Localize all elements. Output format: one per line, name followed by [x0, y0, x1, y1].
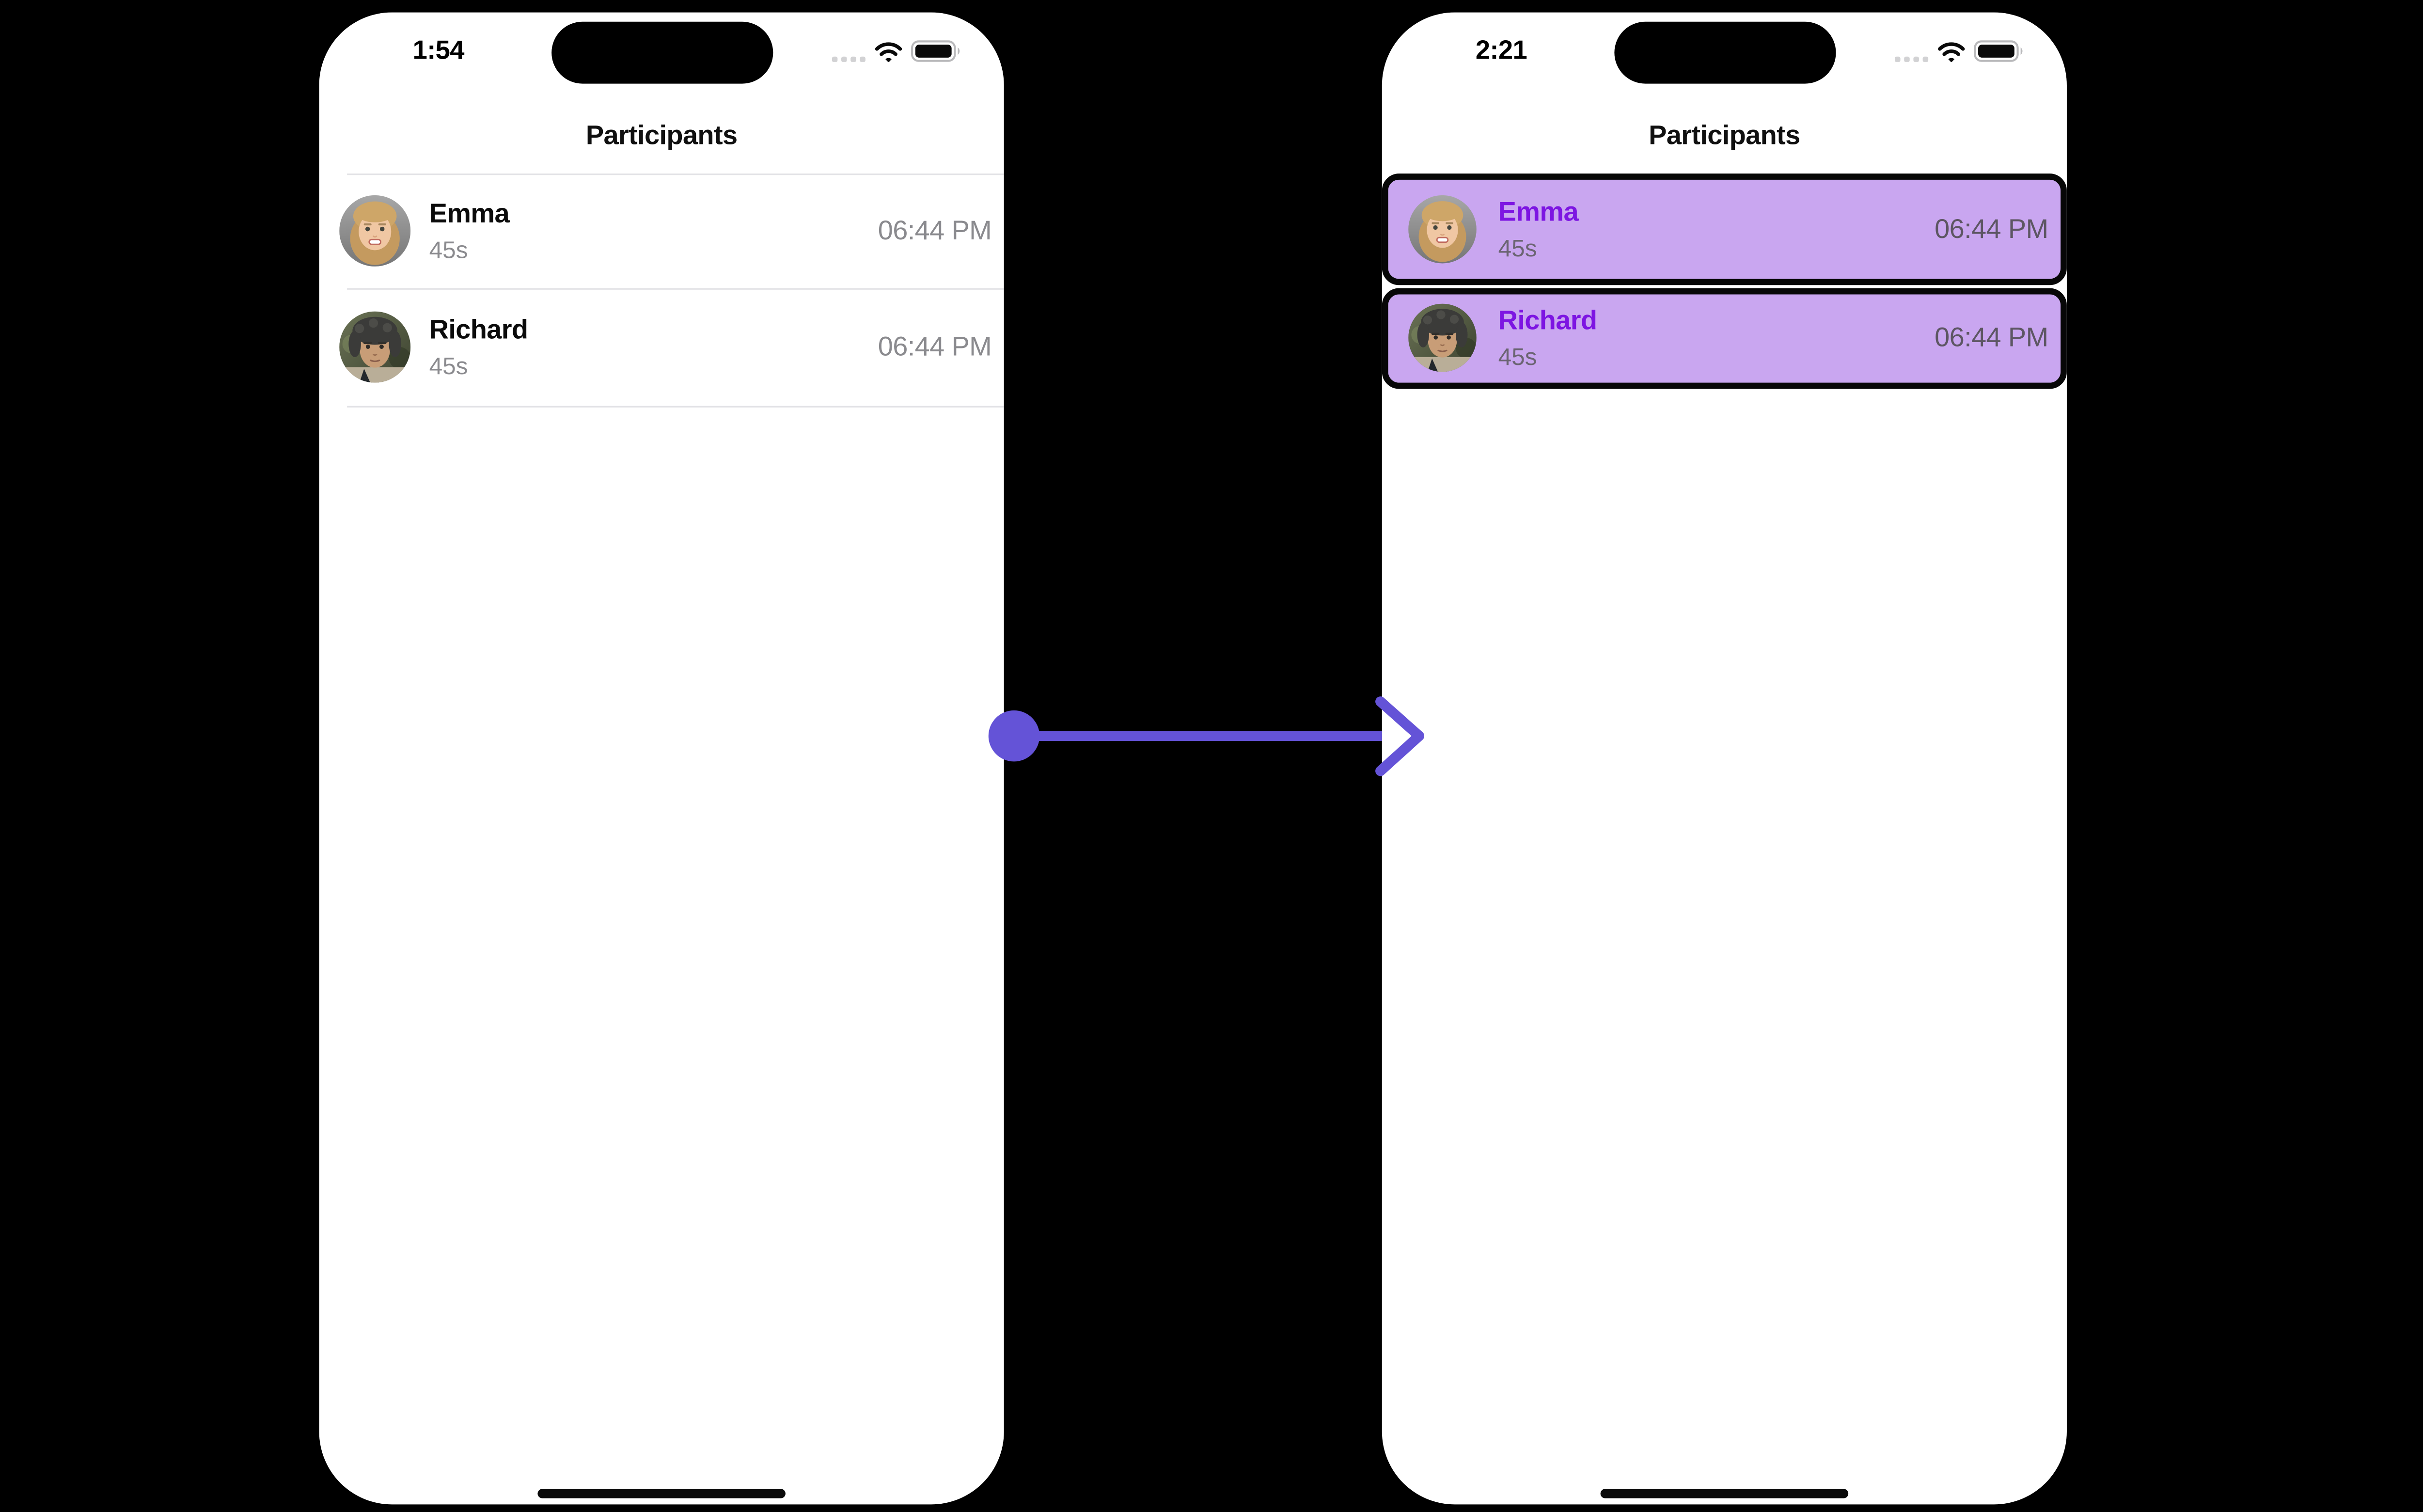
list-separator: [347, 406, 1004, 408]
home-indicator[interactable]: [1600, 1489, 1849, 1497]
participant-time: 06:44 PM: [1935, 322, 2048, 353]
battery-icon: [1974, 40, 2023, 62]
avatar: [1408, 195, 1477, 263]
participant-duration: 45s: [1498, 236, 1537, 263]
status-icons: [832, 40, 962, 62]
arrow-right-icon: [988, 696, 1425, 776]
participant-duration: 45s: [429, 354, 468, 381]
richard-avatar-photo: [1408, 304, 1477, 373]
cellular-dots-icon: [1895, 56, 1929, 62]
participant-time: 06:44 PM: [878, 214, 992, 246]
dynamic-island: [551, 21, 773, 84]
status-icons: [1895, 40, 2025, 62]
phone-after: 2:21 Participants: [1382, 12, 2067, 1505]
participant-texts: Emma 45s: [429, 196, 510, 266]
participant-name: Richard: [429, 314, 529, 345]
phone-before: 1:54 Participants: [319, 12, 1004, 1505]
status-time: 2:21: [1475, 35, 1527, 65]
participant-texts: Richard 45s: [429, 313, 529, 382]
page-title: Participants: [1649, 119, 1800, 151]
wifi-icon: [1938, 41, 1965, 62]
participant-texts: Richard 45s: [1498, 303, 1598, 373]
participant-duration: 45s: [1498, 345, 1537, 372]
participant-duration: 45s: [429, 237, 468, 265]
page-title: Participants: [585, 119, 738, 151]
participant-name: Emma: [429, 197, 510, 229]
wifi-icon: [875, 41, 902, 62]
battery-icon: [911, 40, 960, 62]
participant-time: 06:44 PM: [1935, 212, 2048, 244]
participant-name: Richard: [1498, 305, 1598, 336]
home-indicator[interactable]: [537, 1489, 786, 1497]
participant-row-richard-selected[interactable]: Richard 45s 06:44 PM: [1382, 287, 2067, 389]
participant-texts: Emma 45s: [1498, 194, 1579, 264]
cellular-dots-icon: [832, 56, 865, 62]
emma-avatar-photo: [1408, 195, 1477, 263]
list-separator: [347, 288, 1004, 291]
participant-row-richard[interactable]: Richard 45s 06:44 PM: [319, 289, 1004, 406]
avatar: [1408, 304, 1477, 373]
participant-row-emma-selected[interactable]: Emma 45s 06:44 PM: [1382, 173, 2067, 284]
participant-row-emma[interactable]: Emma 45s 06:44 PM: [319, 173, 1004, 289]
status-time: 1:54: [412, 35, 465, 65]
avatar: [339, 312, 411, 383]
dynamic-island: [1614, 21, 1836, 84]
list-separator: [347, 173, 1004, 175]
avatar: [339, 195, 411, 267]
participant-time: 06:44 PM: [878, 331, 992, 362]
participant-name: Emma: [1498, 195, 1579, 227]
emma-avatar-photo: [339, 195, 411, 267]
richard-avatar-photo: [339, 312, 411, 383]
